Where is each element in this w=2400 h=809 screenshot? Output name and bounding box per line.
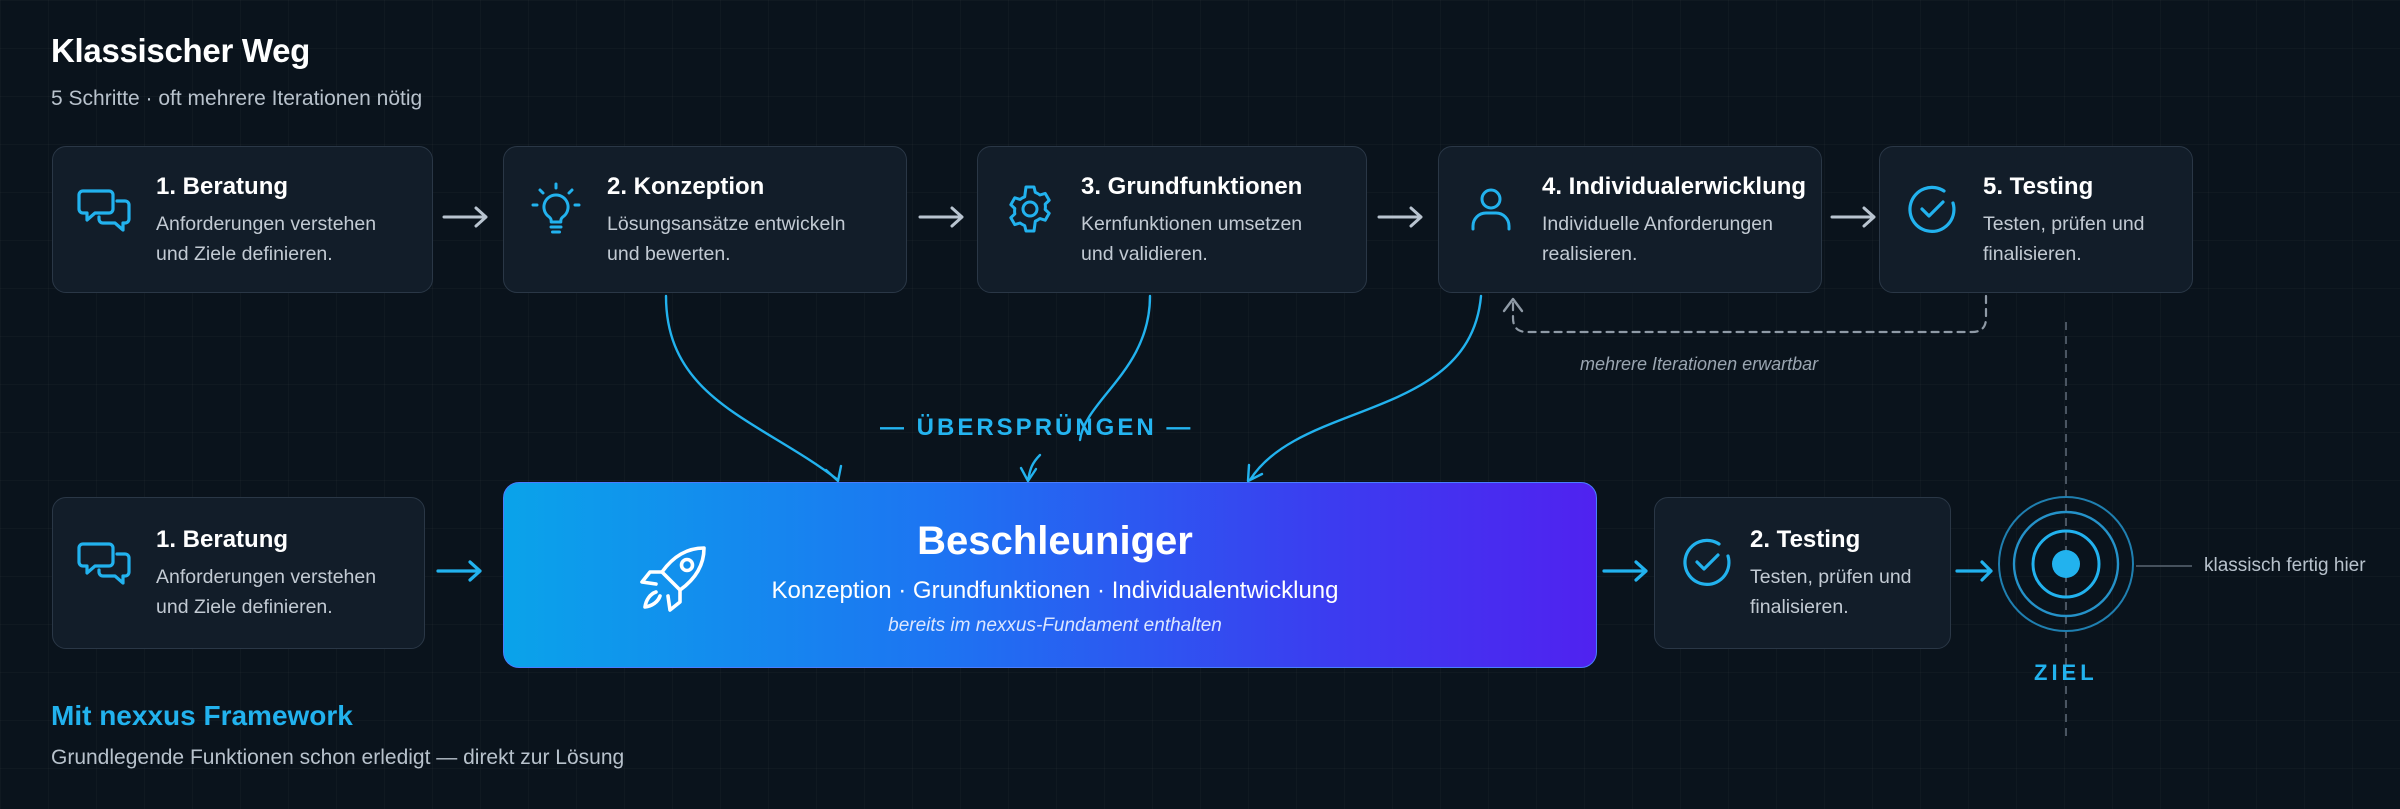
arrow-right-icon [1602, 560, 1648, 582]
step-title: 2. Testing [1750, 526, 1861, 553]
arrowhead-icon [824, 464, 843, 483]
accelerator-box: Beschleuniger Konzeption · Grundfunktion… [503, 482, 1597, 668]
skip-curve-konzeption [664, 294, 840, 482]
arrow-right-icon [918, 206, 964, 228]
classic-step-beratung: 1. Beratung Anforderungen verstehen und … [52, 146, 433, 293]
nexxus-step-beratung: 1. Beratung Anforderungen verstehen und … [52, 497, 425, 649]
classic-done-label: klassisch fertig hier [2204, 555, 2366, 576]
target-icon [1998, 496, 2134, 632]
iteration-label: mehrere Iterationen erwartbar [1580, 354, 1819, 374]
lightbulb-icon [531, 182, 581, 234]
chat-bubbles-icon [77, 542, 131, 585]
step-title: 2. Konzeption [607, 173, 765, 200]
classic-step-grundfunktionen: 3. Grundfunktionen Kernfunktionen umsetz… [977, 146, 1367, 293]
accelerator-subtitle: Konzeption · Grundfunktionen · Individua… [771, 577, 1339, 604]
arrowhead-icon [1502, 297, 1524, 313]
step-desc-line1: Kernfunktionen umsetzen [1081, 213, 1303, 235]
arrow-right-icon [1830, 206, 1876, 228]
step-desc-line2: und Ziele definieren. [156, 596, 333, 618]
classic-step-testing: 5. Testing Testen, prüfen und finalisier… [1879, 146, 2193, 293]
step-desc-line2: realisieren. [1542, 243, 1638, 265]
arrow-right-icon [442, 206, 488, 228]
nexxus-title: Mit nexxus Framework [51, 700, 353, 731]
step-desc-line2: und bewerten. [607, 243, 731, 265]
step-title: 3. Grundfunktionen [1081, 173, 1303, 200]
step-desc-line2: finalisieren. [1983, 243, 2082, 265]
step-desc-line1: Testen, prüfen und [1750, 566, 1912, 588]
classic-step-konzeption: 2. Konzeption Lösungsansätze entwickeln … [503, 146, 907, 293]
step-desc-line1: Anforderungen verstehen [156, 566, 377, 588]
arrow-right-icon [436, 560, 482, 582]
user-icon [1471, 188, 1511, 231]
skipped-label: — ÜBERSPRÜNGEN — [880, 414, 1194, 441]
arrowhead-icon [1019, 466, 1038, 483]
step-title: 5. Testing [1983, 173, 2094, 200]
skip-curve-grundfunktionen-tail [1026, 453, 1042, 482]
gear-icon [1009, 185, 1051, 233]
check-circle-icon [1908, 185, 1956, 233]
step-title: 1. Beratung [156, 526, 289, 553]
step-desc-line1: Testen, prüfen und [1983, 213, 2145, 235]
arrow-right-icon [1955, 560, 1993, 582]
classic-title: Klassischer Weg [51, 32, 311, 69]
step-desc-line2: finalisieren. [1750, 596, 1849, 618]
step-desc-line1: Anforderungen verstehen [156, 213, 377, 235]
check-circle-icon [1683, 538, 1731, 586]
chat-bubbles-icon [77, 189, 131, 232]
nexxus-subtitle: Grundlegende Funktionen schon erledigt —… [51, 746, 625, 769]
rocket-icon [640, 546, 706, 612]
accelerator-note: bereits im nexxus-Fundament enthalten [888, 615, 1222, 636]
step-desc-line1: Lösungsansätze entwickeln [607, 213, 846, 235]
step-desc-line2: und validieren. [1081, 243, 1208, 265]
arrow-right-icon [1377, 206, 1423, 228]
step-desc-line2: und Ziele definieren. [156, 243, 333, 265]
classic-step-individualentwicklung: 4. Individualerwicklung Individuelle Anf… [1438, 146, 1822, 293]
nexxus-step-testing: 2. Testing Testen, prüfen und finalisier… [1654, 497, 1951, 649]
classic-subtitle: 5 Schritte · oft mehrere Iterationen nöt… [51, 87, 423, 110]
arrowhead-icon [1246, 463, 1264, 483]
iteration-loop [1511, 294, 1988, 334]
skip-curve-individual [1248, 294, 1483, 482]
step-title: 1. Beratung [156, 173, 289, 200]
step-desc-line1: Individuelle Anforderungen [1542, 213, 1773, 235]
goal-label: ZIEL [2034, 660, 2098, 685]
accelerator-title: Beschleuniger [917, 519, 1193, 563]
step-title: 4. Individualerwicklung [1542, 173, 1807, 200]
